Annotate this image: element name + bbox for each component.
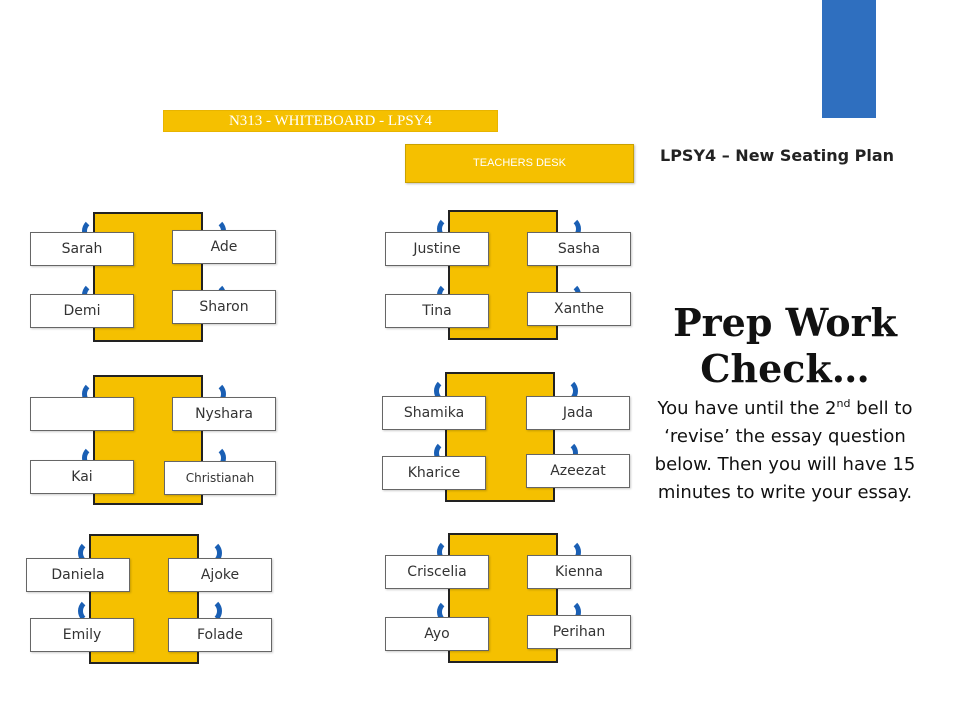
seat-sharon: Sharon (172, 290, 276, 324)
accent-bar (822, 0, 876, 118)
seat-kharice: Kharice (382, 456, 486, 490)
seat-demi: Demi (30, 294, 134, 328)
seat-folade: Folade (168, 618, 272, 652)
seat-perihan: Perihan (527, 615, 631, 649)
chair-icon (552, 440, 578, 466)
seat-sasha: Sasha (527, 232, 631, 266)
seat-kai: Kai (30, 460, 134, 494)
chair-icon (78, 540, 104, 566)
table-group-right-3: Criscelia Kienna Ayo Perihan (385, 533, 633, 673)
seat-kienna: Kienna (527, 555, 631, 589)
prep-body-end: bell to ‘revise’ the essay question belo… (654, 398, 916, 503)
chair-icon (200, 381, 226, 407)
prep-work-heading: Prep Work Check… (640, 300, 930, 392)
seat-sarah: Sarah (30, 232, 134, 266)
seat-daniela: Daniela (26, 558, 130, 592)
seat-empty (30, 397, 134, 431)
prep-body-ordinal: nd (836, 397, 851, 410)
prep-body-start: You have until the 2 (657, 398, 837, 419)
chair-icon (196, 598, 222, 624)
chair-icon (552, 378, 578, 404)
chair-icon (82, 381, 108, 407)
seat-ade: Ade (172, 230, 276, 264)
chair-icon (555, 599, 581, 625)
chair-icon (82, 445, 108, 471)
seat-xanthe: Xanthe (527, 292, 631, 326)
chair-icon (555, 539, 581, 565)
whiteboard-label: N313 - WHITEBOARD - LPSY4 (163, 110, 498, 132)
teachers-desk: TEACHERS DESK (405, 144, 634, 183)
table-group-left-1: Sarah Ade Demi Sharon (30, 212, 278, 352)
seat-christianah: Christianah (164, 461, 276, 495)
seat-azeezat: Azeezat (526, 454, 630, 488)
seat-nyshara: Nyshara (172, 397, 276, 431)
table-group-right-2: Shamika Jada Kharice Azeezat (382, 372, 630, 512)
table-group-left-2: Nyshara Kai Christianah (30, 375, 278, 515)
seat-ayo: Ayo (385, 617, 489, 651)
seat-ajoke: Ajoke (168, 558, 272, 592)
prep-instructions: You have until the 2nd bell to ‘revise’ … (645, 390, 925, 507)
table-group-left-3: Daniela Ajoke Emily Folade (26, 534, 274, 674)
chair-icon (434, 440, 460, 466)
chair-icon (555, 216, 581, 242)
table-group-right-1: Justine Sasha Tina Xanthe (385, 210, 633, 350)
seat-emily: Emily (30, 618, 134, 652)
chair-icon (437, 539, 463, 565)
seat-shamika: Shamika (382, 396, 486, 430)
chair-icon (196, 540, 222, 566)
prep-title-line-2: Check… (700, 346, 870, 391)
chair-icon (78, 598, 104, 624)
seat-tina: Tina (385, 294, 489, 328)
chair-icon (434, 378, 460, 404)
chair-icon (82, 218, 108, 244)
seat-criscelia: Criscelia (385, 555, 489, 589)
prep-title-line-1: Prep Work (673, 300, 897, 345)
seat-jada: Jada (526, 396, 630, 430)
plan-title: LPSY4 – New Seating Plan (660, 146, 895, 165)
seat-justine: Justine (385, 232, 489, 266)
chair-icon (437, 216, 463, 242)
chair-icon (200, 445, 226, 471)
chair-icon (437, 599, 463, 625)
